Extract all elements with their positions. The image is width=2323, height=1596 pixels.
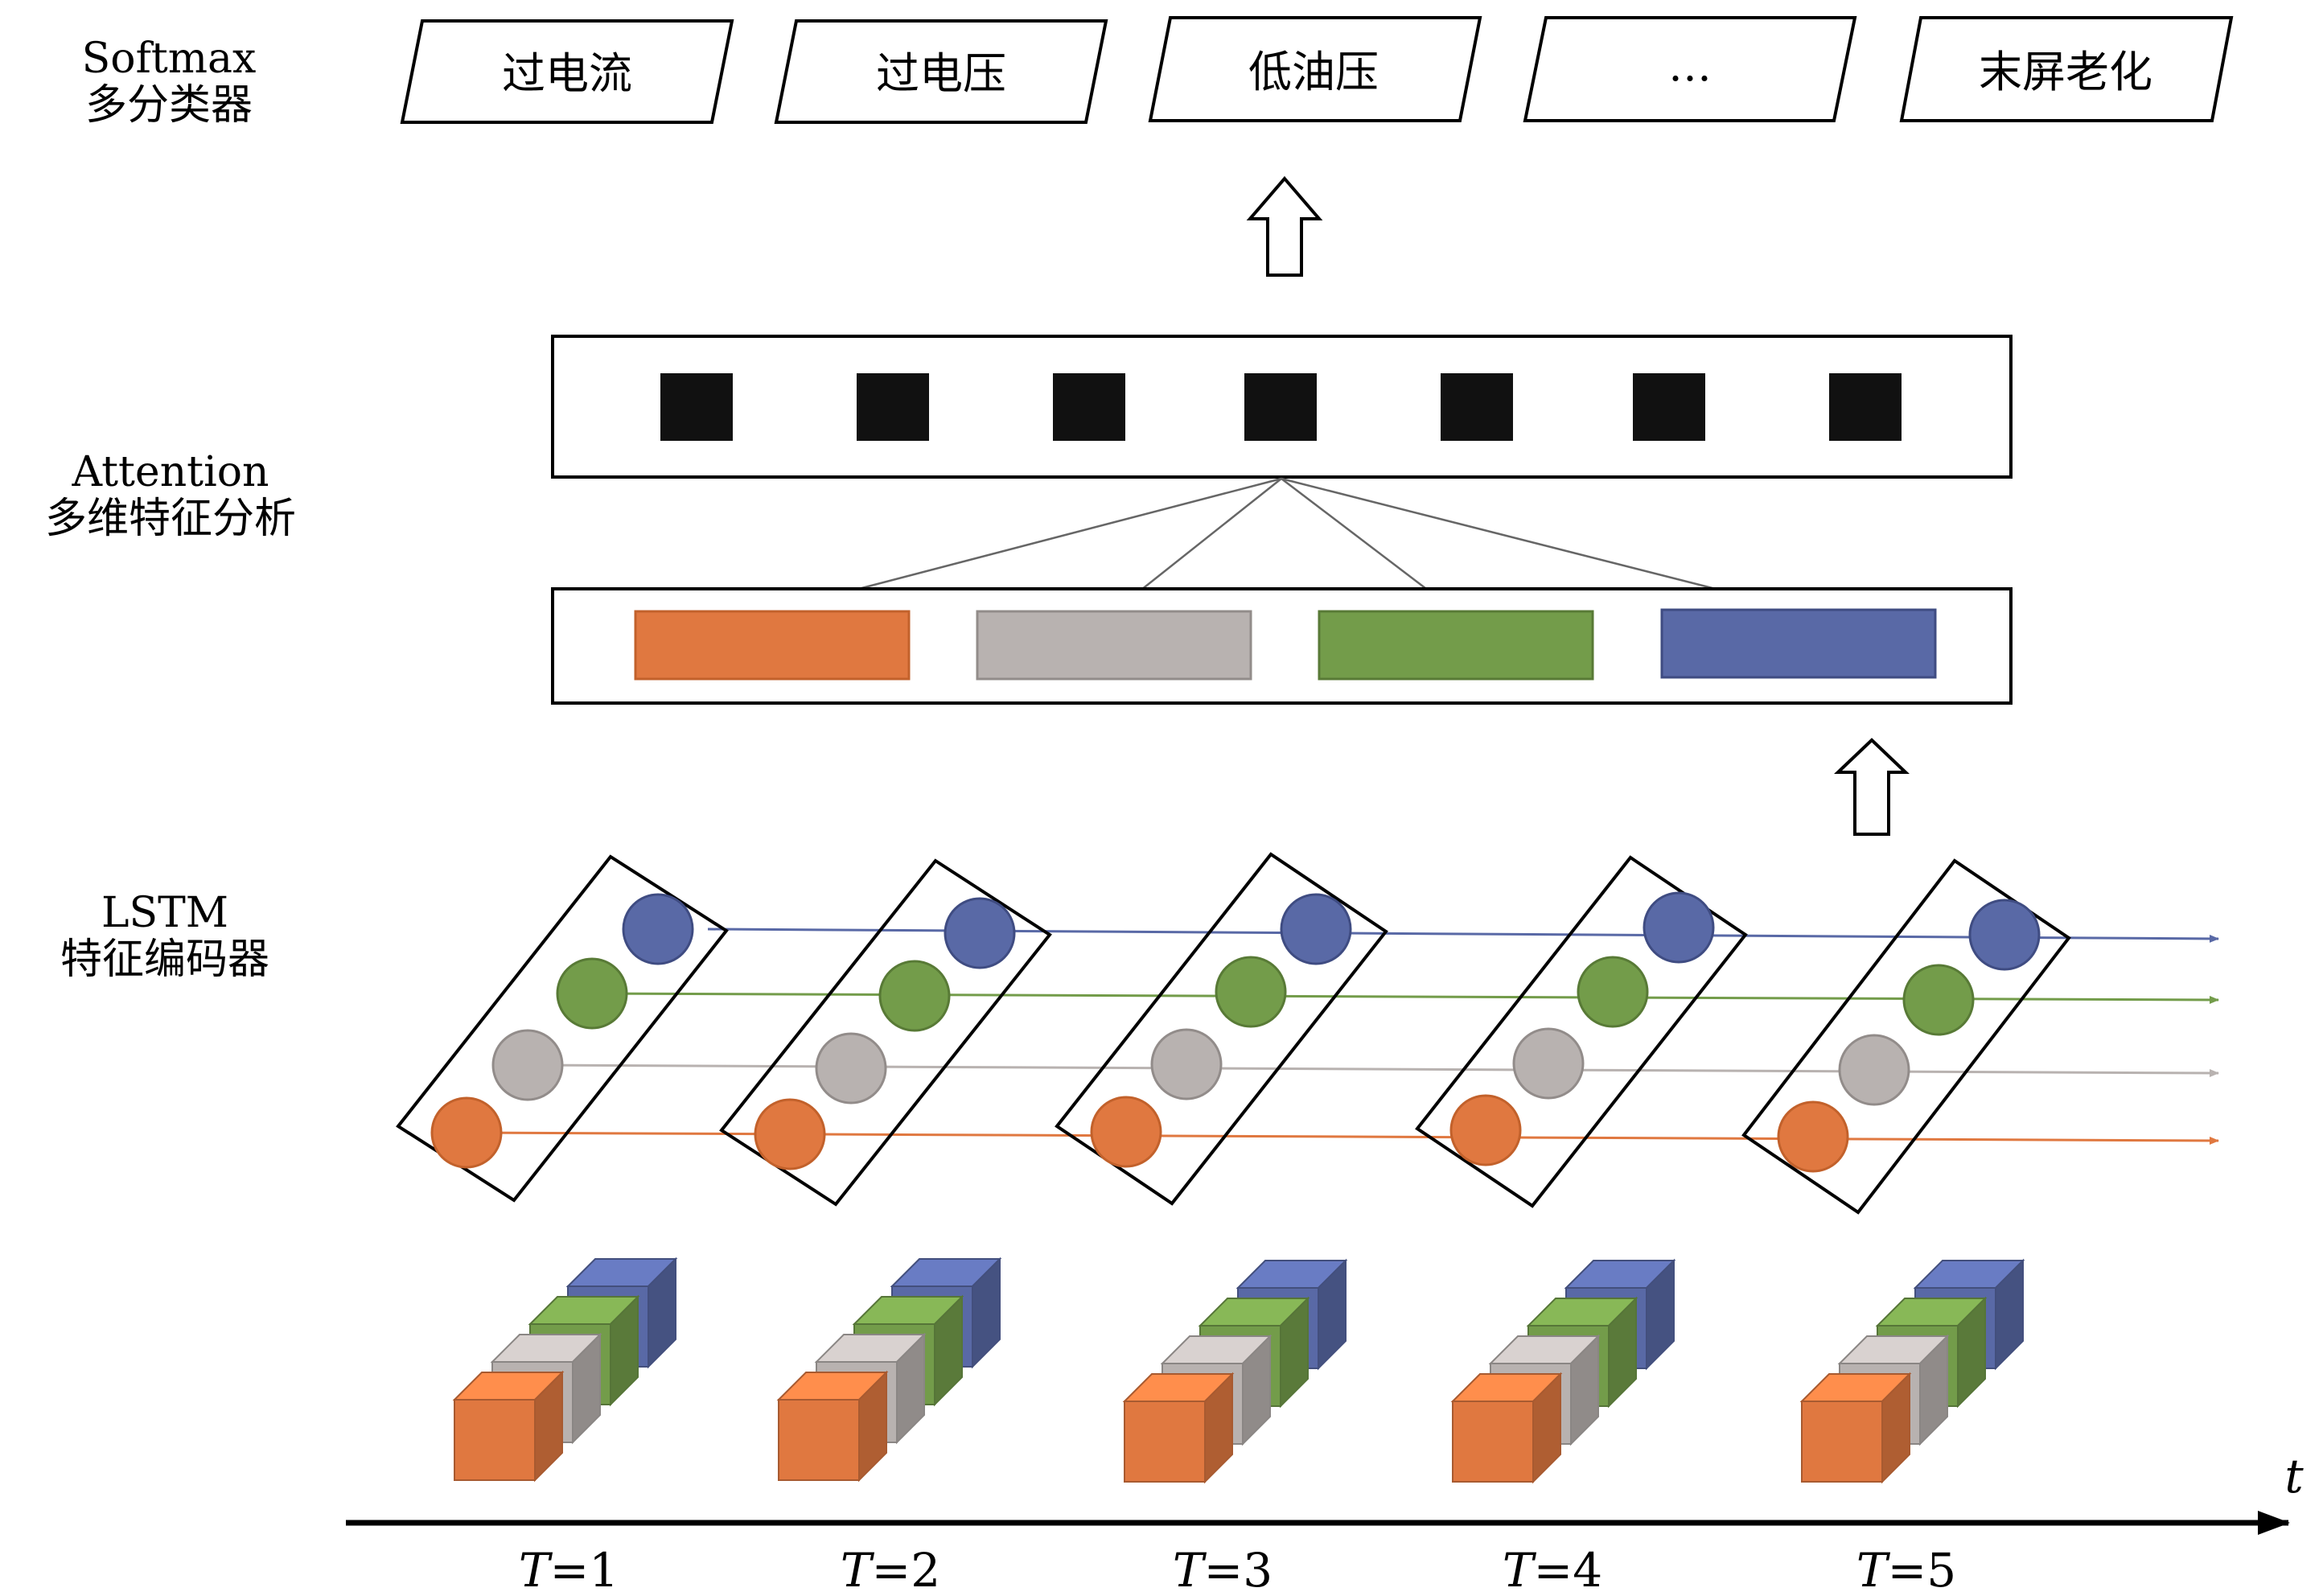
- input-cube-orange: [452, 1370, 565, 1483]
- time-step-label-1: T=1: [519, 1543, 619, 1596]
- time-step-label-5: T=5: [1856, 1543, 1956, 1596]
- attention-output-box: [551, 335, 2013, 479]
- lstm-node-gray: [491, 1029, 564, 1101]
- lstm-node-orange: [1777, 1100, 1849, 1173]
- output-class-3: 低油压: [1148, 16, 1482, 122]
- flow-line-gray: [527, 1063, 2219, 1077]
- lstm-node-orange: [754, 1098, 826, 1170]
- output-class-label: 低油压: [1248, 47, 1379, 97]
- lstm-label-line1: LSTM: [101, 889, 228, 937]
- up-arrow-icon: [1834, 738, 1910, 836]
- input-cube-orange: [1122, 1372, 1235, 1484]
- lstm-node-green: [1577, 956, 1649, 1028]
- input-cube-orange: [1799, 1372, 1912, 1484]
- attention-cell: [1633, 373, 1705, 441]
- input-cube-orange: [1450, 1372, 1563, 1484]
- lstm-node-gray: [815, 1032, 887, 1104]
- output-class-label: 过电流: [502, 48, 632, 99]
- feature-bar-orange: [634, 610, 911, 681]
- attention-label-line1: Attention: [71, 448, 269, 496]
- attention-cell: [1829, 373, 1902, 441]
- input-cube-orange: [776, 1370, 889, 1483]
- lstm-node-gray: [1512, 1027, 1585, 1100]
- lstm-unit-5: [1741, 858, 2071, 1215]
- attention-label-line2: 多维特征分析: [45, 495, 296, 543]
- lstm-unit-1: [396, 854, 729, 1203]
- output-class-4: …: [1523, 16, 1857, 122]
- lstm-label-line2: 特征编码器: [60, 936, 269, 984]
- lstm-node-green: [878, 960, 951, 1032]
- attention-cell: [1441, 373, 1513, 441]
- lstm-node-blue: [944, 897, 1016, 969]
- output-class-1: 过电流: [400, 19, 734, 124]
- softmax-label: Softmax 多分类器: [82, 35, 257, 130]
- flow-line-green: [591, 992, 2219, 1004]
- output-class-2: 过电压: [774, 19, 1108, 124]
- lstm-node-orange: [1090, 1096, 1162, 1168]
- attention-cell: [1244, 373, 1317, 441]
- lstm-unit-3: [1055, 852, 1388, 1206]
- up-arrow-icon: [1246, 175, 1323, 277]
- output-class-label: 末屏老化: [1979, 47, 2152, 97]
- feature-bar-green: [1318, 610, 1594, 681]
- softmax-label-line2: 多分类器: [85, 81, 253, 130]
- lstm-node-orange: [430, 1096, 503, 1169]
- input-cube-stacks: [452, 1257, 2025, 1484]
- lstm-label: LSTM 特征编码器: [60, 889, 269, 984]
- feature-bar-gray: [976, 610, 1252, 681]
- lstm-node-green: [1215, 956, 1287, 1028]
- time-axis-label: t: [2284, 1449, 2304, 1503]
- lstm-node-green: [1902, 964, 1975, 1036]
- softmax-label-line1: Softmax: [82, 35, 257, 83]
- output-class-5: 末屏老化: [1899, 16, 2234, 122]
- attention-cell: [857, 373, 929, 441]
- lstm-node-blue: [622, 893, 694, 965]
- time-step-label-4: T=4: [1503, 1543, 1602, 1596]
- attention-label: Attention 多维特征分析: [45, 448, 296, 543]
- lstm-node-blue: [1968, 899, 2041, 971]
- attention-cell: [660, 373, 733, 441]
- output-class-label: …: [1668, 40, 1712, 91]
- time-step-label-2: T=2: [841, 1543, 940, 1596]
- lstm-unit-4: [1415, 855, 1748, 1208]
- lstm-node-gray: [1838, 1034, 1910, 1106]
- attention-cell: [1053, 373, 1125, 441]
- lstm-node-green: [556, 957, 628, 1030]
- output-classes: 过电流 过电压 低油压 … 末屏老化: [400, 16, 2234, 124]
- lstm-node-gray: [1150, 1028, 1223, 1100]
- time-step-label-3: T=3: [1173, 1543, 1273, 1596]
- time-axis: t T=1 T=2 T=3 T=4 T=5: [346, 1449, 2304, 1596]
- attention-input-box: [551, 587, 2013, 705]
- lstm-node-blue: [1280, 893, 1352, 965]
- feature-bar-blue: [1660, 608, 1937, 679]
- lstm-state-flows: [466, 928, 2219, 1145]
- lstm-node-blue: [1643, 891, 1715, 964]
- lstm-unit-2: [719, 858, 1052, 1207]
- lstm-node-orange: [1449, 1094, 1522, 1166]
- output-class-label: 过电压: [876, 48, 1006, 99]
